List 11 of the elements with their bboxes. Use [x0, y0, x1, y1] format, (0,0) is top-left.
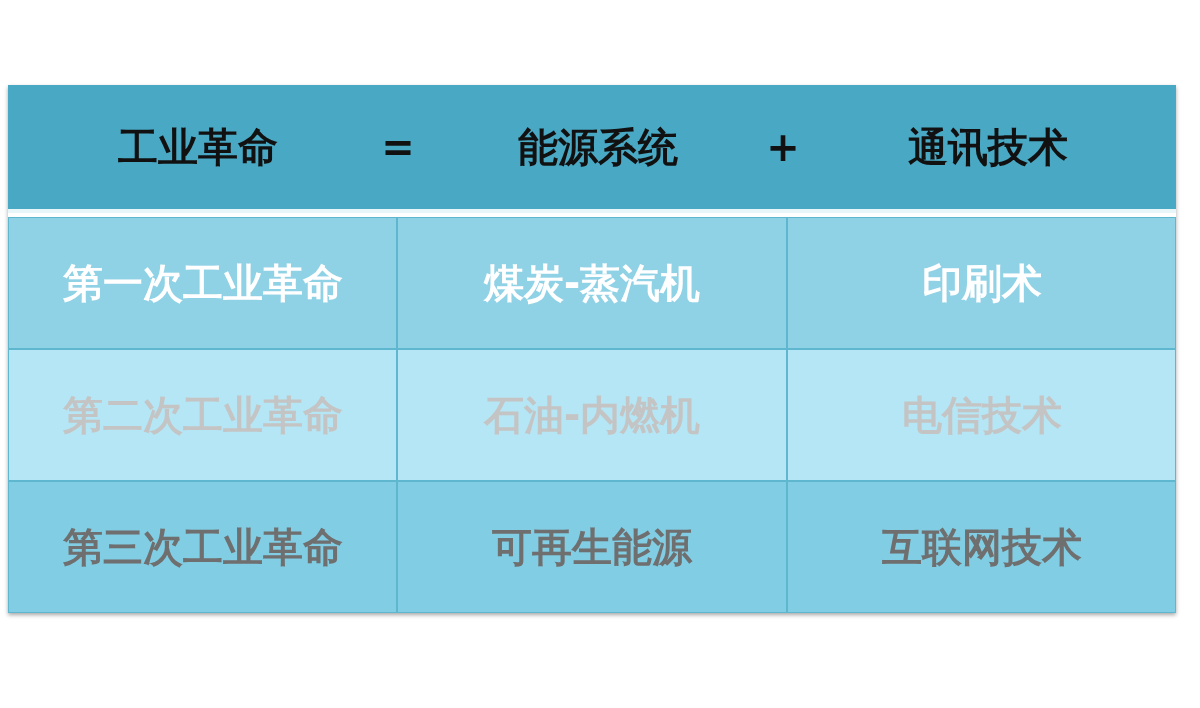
row-header-cell: 第一次工业革命: [8, 217, 397, 349]
table-cell: 煤炭-蒸汽机: [397, 217, 787, 349]
header-text: 工业革命: [117, 123, 279, 172]
table-cell: 印刷术: [787, 217, 1176, 349]
header-text: 通讯技术: [907, 123, 1069, 172]
equals-sign: =: [380, 123, 416, 172]
plus-sign: +: [765, 123, 801, 172]
header-text: 能源系统: [517, 123, 679, 172]
table-cell: 互联网技术: [787, 481, 1176, 613]
row-header-cell: 第三次工业革命: [8, 481, 397, 613]
table-cell: 可再生能源: [397, 481, 787, 613]
